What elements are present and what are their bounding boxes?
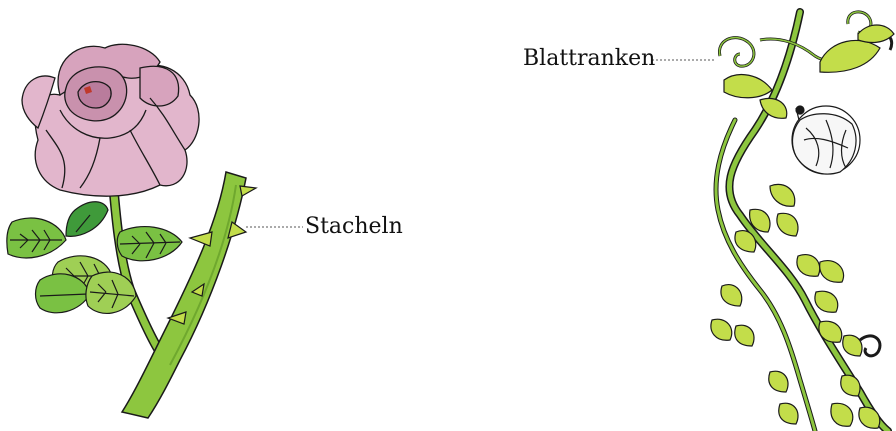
- rose-illustration: [6, 43, 258, 419]
- rose-main-stem: [120, 171, 247, 419]
- thorn-icon: [166, 185, 258, 325]
- vine-flower-icon: [791, 105, 861, 175]
- climbing-plant-illustration: [710, 8, 895, 431]
- thorns-label: Stacheln: [305, 214, 403, 239]
- tendrils-label: Blattranken: [523, 46, 656, 71]
- vine-leaves: [710, 24, 895, 429]
- rose-flower-icon: [21, 43, 200, 197]
- rose-leaves: [6, 201, 183, 314]
